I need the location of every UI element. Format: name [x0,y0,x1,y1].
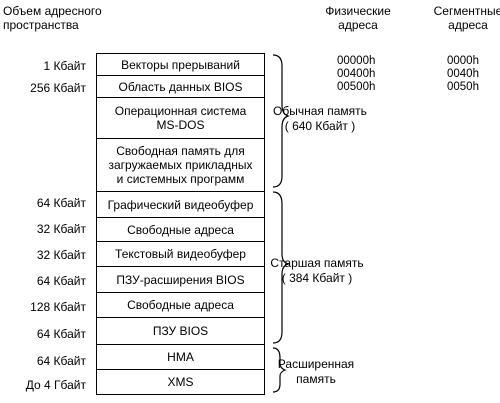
segment-address: 0050h [447,81,479,93]
physical-address-title: Физические адреса [325,4,391,32]
block-text-videobuffer: Текстовый видеобуфер [96,242,265,267]
block-free-addresses: Свободные адреса [96,293,265,318]
size-label: 64 Кбайт [36,354,86,368]
size-label: 1 Кбайт [43,59,86,73]
size-label: 64 Кбайт [36,327,86,341]
size-label: 256 Кбайт [30,81,86,95]
block-bios-rom-extension: ПЗУ-расширения BIOS [96,267,265,293]
physical-address: 00400h [337,68,376,80]
size-label: 64 Кбайт [36,274,86,288]
brace-conventional [272,54,290,188]
size-label: 64 Кбайт [36,196,86,210]
region-label-conventional: Обычная память ( 640 Кбайт ) [273,104,367,133]
block-interrupt-vectors: Векторы прерываний [96,53,265,76]
size-label: 32 Кбайт [36,248,86,262]
segment-address: 0000h [447,55,479,67]
block-rom-bios: ПЗУ BIOS [96,318,265,345]
size-label: 32 Кбайт [36,222,86,236]
segment-address-title: Сегментные адреса [433,4,500,32]
physical-address: 00000h [337,55,376,67]
block-bios-data-area: Область данных BIOS [96,76,265,98]
brace-extended [272,347,287,393]
size-column-title: Объем адресного пространства [3,4,102,32]
block-xms: XMS [96,370,265,395]
block-free-program-memory: Свободная память для загружаемых приклад… [96,139,265,192]
block-free-addresses: Свободные адреса [96,218,265,242]
region-label-extended: Расширенная память [277,357,355,386]
block-graphics-videobuffer: Графический видеобуфер [96,192,265,218]
size-label: До 4 Гбайт [25,378,86,392]
region-label-upper: Старшая память ( 384 Кбайт ) [270,256,364,285]
size-label: 128 Кбайт [30,300,86,314]
physical-address: 00500h [337,81,376,93]
block-ms-dos: Операционная система MS-DOS [96,98,265,139]
segment-address: 0040h [447,68,479,80]
brace-upper [272,191,290,344]
block-hma: HMA [96,345,265,370]
